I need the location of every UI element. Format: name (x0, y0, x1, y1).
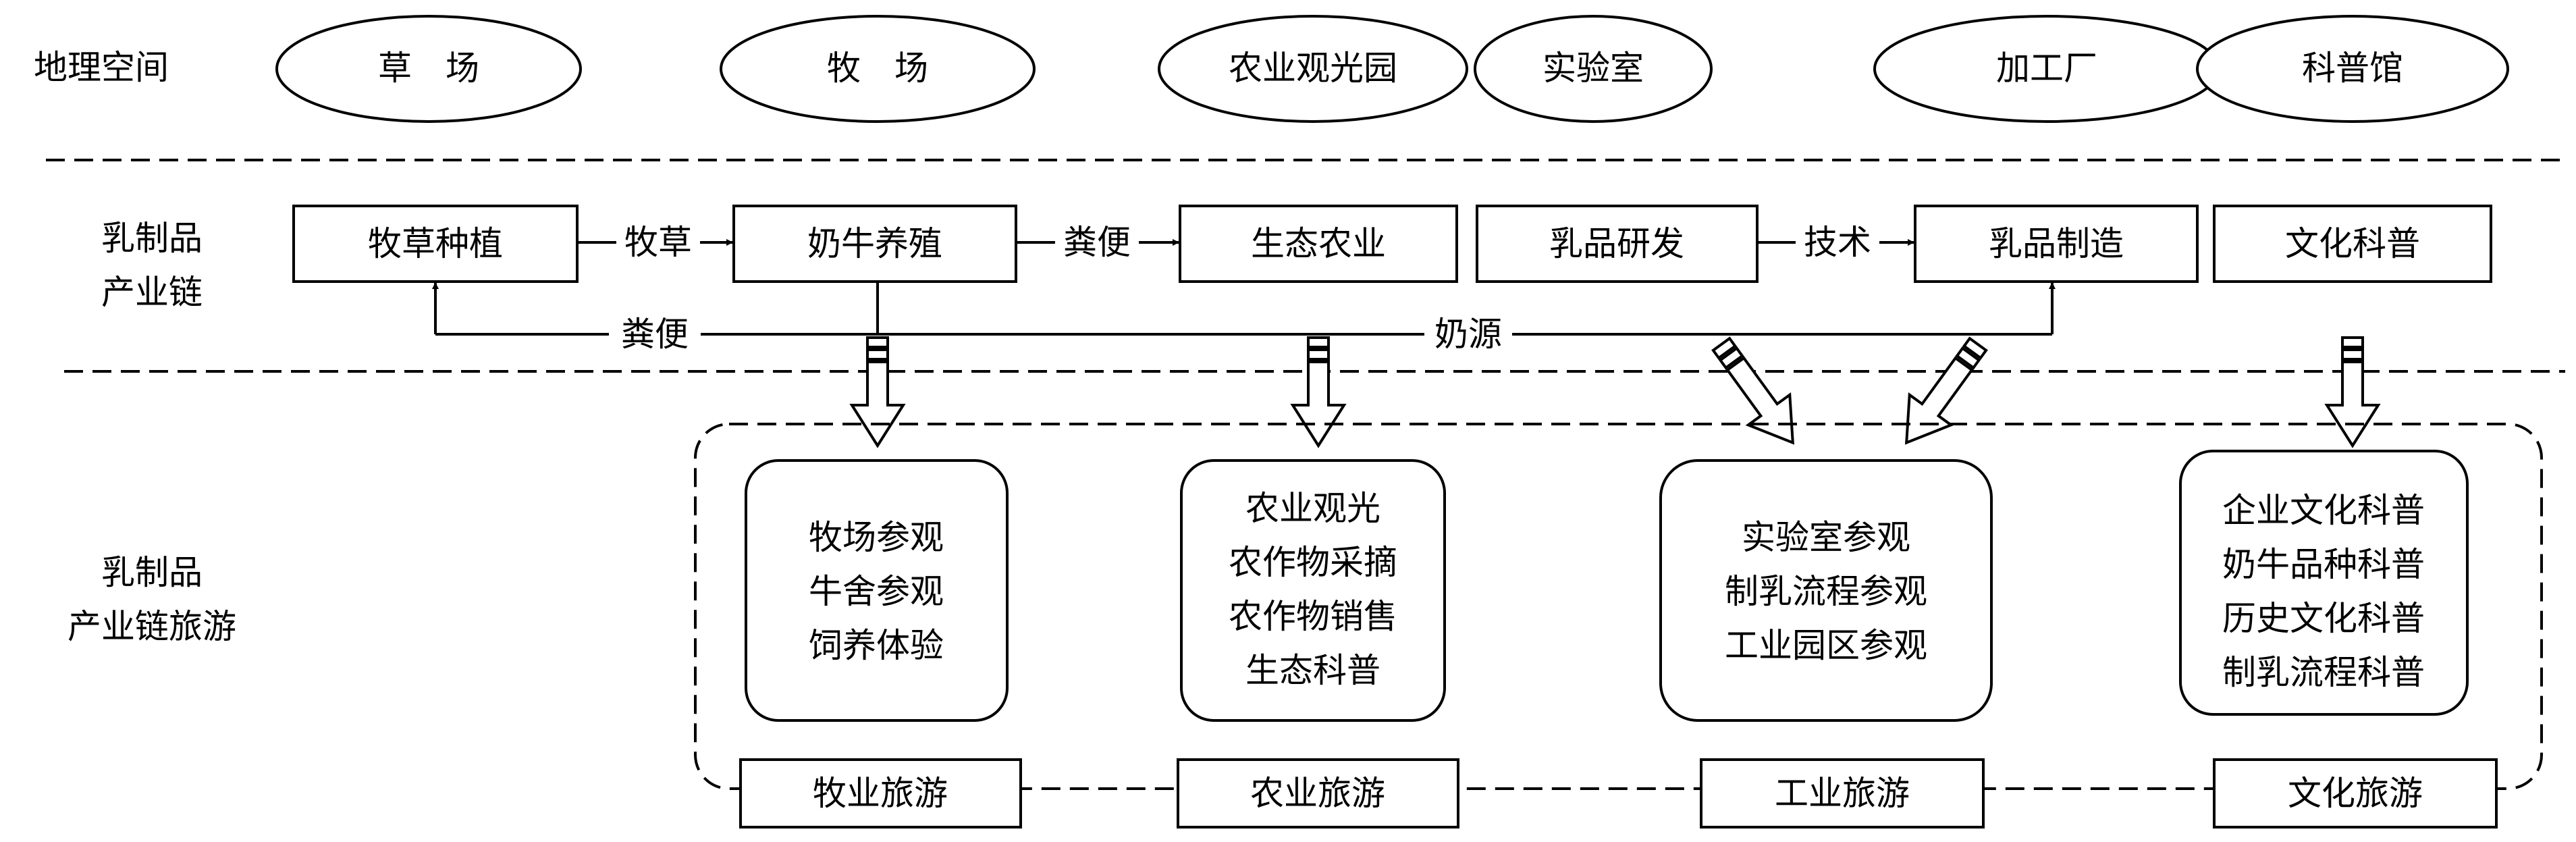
hollow-arrow-culture (2324, 336, 2381, 448)
hollow-arrow-agri (1290, 336, 1347, 448)
activity-culture-4: 制乳流程科普 (2222, 653, 2425, 692)
space-lab: 实验室 (1474, 15, 1713, 123)
space-lab-label: 实验室 (1542, 49, 1644, 88)
activity-ranch-3: 饲养体验 (809, 626, 944, 665)
flow-technology-label: 技术 (1804, 223, 1871, 262)
activity-box-agri: 农业观光 农作物采摘 农作物销售 生态科普 (1180, 459, 1446, 722)
tour-type-culture-label: 文化旅游 (2288, 774, 2423, 813)
space-factory: 加工厂 (1873, 15, 2220, 123)
chain-node-eco-agriculture-label: 生态农业 (1251, 224, 1386, 263)
row-label-chain-1: 乳制品 (101, 219, 203, 258)
flow-manure-to-agri-label: 粪便 (1063, 223, 1131, 262)
chain-node-dairy-manufacturing-label: 乳品制造 (1989, 224, 2124, 263)
hollow-arrow-manufacturing (1905, 336, 1988, 445)
tour-type-agri: 农业旅游 (1177, 758, 1459, 828)
activity-ranch-1: 牧场参观 (809, 518, 944, 557)
flow-forage: 牧草 (577, 223, 733, 262)
row-label-tour-1: 乳制品 (101, 553, 203, 592)
flow-manure-back-label: 粪便 (621, 315, 689, 354)
row-label-geo: 地理空间 (34, 48, 169, 87)
row-label-tour-2: 产业链旅游 (68, 607, 236, 646)
activity-box-culture: 企业文化科普 奶牛品种科普 历史文化科普 制乳流程科普 (2179, 450, 2469, 716)
activity-box-ranch: 牧场参观 牛舍参观 饲养体验 (745, 459, 1009, 722)
activity-agri-2: 农作物采摘 (1229, 543, 1397, 582)
activity-industry-2: 制乳流程参观 (1725, 572, 1927, 611)
activity-culture-3: 历史文化科普 (2222, 599, 2425, 638)
tour-type-culture: 文化旅游 (2213, 758, 2498, 828)
activity-culture-2: 奶牛品种科普 (2222, 545, 2425, 584)
space-science-museum: 科普馆 (2196, 15, 2509, 123)
space-agri-park: 农业观光园 (1158, 15, 1468, 123)
flow-milk-source-label: 奶源 (1434, 315, 1502, 354)
flow-manure-to-agri: 粪便 (1016, 223, 1179, 262)
chain-node-dairy-farming: 奶牛养殖 (732, 205, 1017, 283)
chain-node-forage: 牧草种植 (292, 205, 579, 283)
space-agri-park-label: 农业观光园 (1229, 49, 1397, 88)
chain-node-dairy-rd-label: 乳品研发 (1549, 224, 1684, 263)
space-grassland-label: 草 场 (378, 49, 479, 88)
flow-milk-source: 奶源 (878, 282, 2056, 354)
space-science-museum-label: 科普馆 (2302, 49, 2403, 88)
activity-industry-1: 实验室参观 (1742, 518, 1910, 557)
space-factory-label: 加工厂 (1996, 49, 2097, 88)
tourism-region (694, 423, 2543, 790)
hollow-arrow-rd (1711, 336, 1794, 445)
row-label-chain-2: 产业链 (101, 273, 203, 312)
space-ranch: 牧 场 (720, 15, 1036, 123)
chain-node-dairy-farming-label: 奶牛养殖 (807, 224, 942, 263)
chain-node-dairy-rd: 乳品研发 (1476, 205, 1759, 283)
activity-industry-3: 工业园区参观 (1725, 626, 1927, 665)
chain-node-culture-science-label: 文化科普 (2285, 224, 2420, 263)
tour-type-ranch-label: 牧业旅游 (813, 774, 948, 813)
chain-node-culture-science: 文化科普 (2213, 205, 2492, 283)
activity-box-industry: 实验室参观 制乳流程参观 工业园区参观 (1659, 459, 1993, 722)
activity-ranch-2: 牛舍参观 (809, 572, 944, 611)
activity-culture-1: 企业文化科普 (2222, 491, 2425, 530)
tour-type-industry: 工业旅游 (1700, 758, 1985, 828)
tour-type-ranch: 牧业旅游 (739, 758, 1022, 828)
chain-node-eco-agriculture: 生态农业 (1179, 205, 1458, 283)
tour-type-agri-label: 农业旅游 (1250, 774, 1385, 813)
hollow-arrow-ranch (849, 336, 906, 448)
activity-agri-4: 生态科普 (1245, 651, 1380, 690)
space-ranch-label: 牧 场 (827, 49, 928, 88)
tour-type-industry-label: 工业旅游 (1775, 774, 1910, 813)
flow-manure-back-to-forage: 粪便 (432, 282, 879, 354)
chain-node-dairy-manufacturing: 乳品制造 (1914, 205, 2199, 283)
flow-technology: 技术 (1757, 223, 1914, 262)
chain-node-forage-label: 牧草种植 (368, 224, 503, 263)
space-grassland: 草 场 (275, 15, 582, 123)
activity-agri-1: 农业观光 (1245, 489, 1380, 528)
activity-agri-3: 农作物销售 (1229, 597, 1397, 636)
flow-forage-label: 牧草 (624, 223, 692, 262)
